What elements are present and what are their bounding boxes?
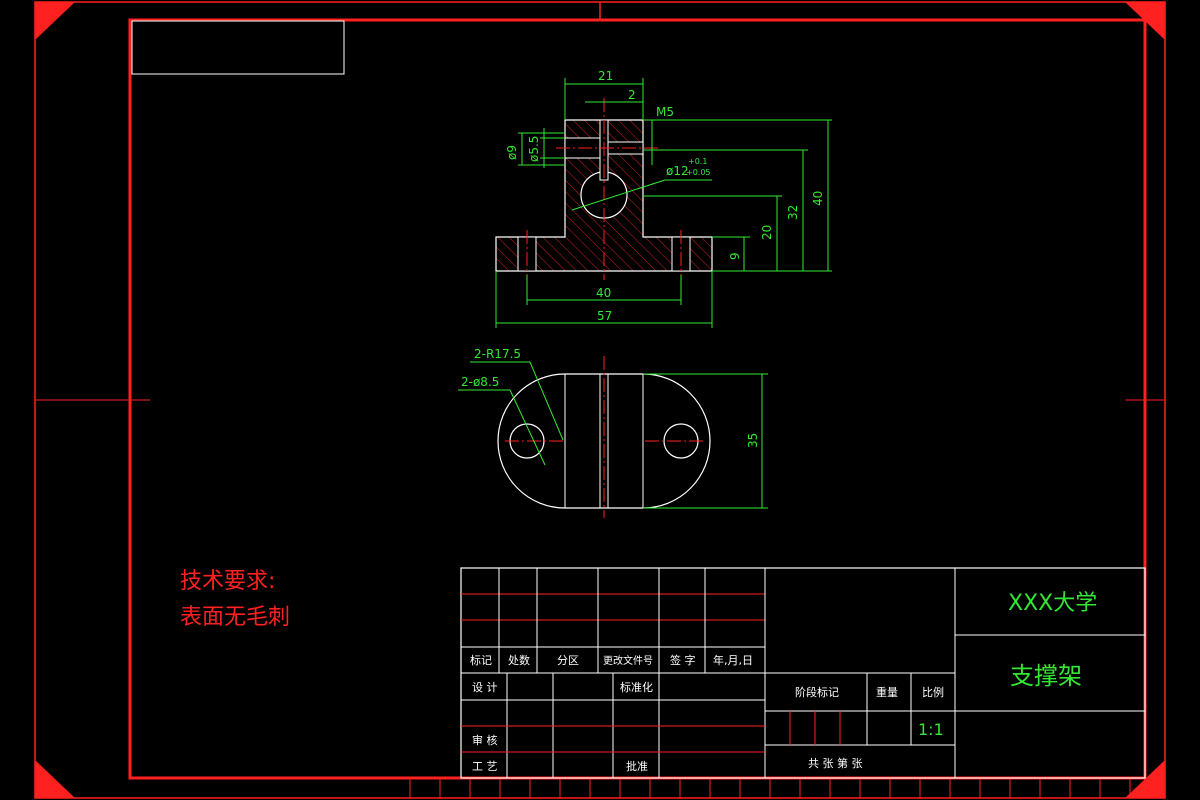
corner-mark — [1125, 2, 1165, 40]
title-block: 标记 处数 分区 更改文件号 签 字 年,月,日 设 计 标准化 审 核 工 艺… — [460, 567, 1146, 779]
label-stage-mark: 阶段标记 — [795, 685, 839, 699]
school-name: XXX大学 — [1008, 591, 1097, 616]
top-view: 2-R17.5 2-ø8.5 35 — [458, 347, 768, 518]
label-standardize: 标准化 — [620, 680, 653, 694]
dim-dia-12: ø12 — [666, 164, 689, 178]
dim-tol-lower: +0.05 — [686, 168, 711, 177]
header-count: 处数 — [508, 654, 530, 667]
front-section-view: 21 2 M5 ø9 ø5.5 ø12 +0.1 +0.05 40 32 20 … — [495, 69, 832, 328]
dim-hole-label: 2-ø8.5 — [461, 375, 499, 389]
header-signature: 签 字 — [670, 653, 696, 667]
dim-radius-label: 2-R17.5 — [474, 347, 521, 361]
dim-thread-m5: M5 — [656, 105, 674, 119]
dim-depth-35: 35 — [746, 433, 760, 448]
tech-item: 表面无毛刺 — [180, 605, 290, 630]
dim-height-9: 9 — [728, 252, 742, 260]
header-mark: 标记 — [470, 653, 492, 667]
label-design: 设 计 — [472, 681, 498, 694]
dim-height-32: 32 — [786, 205, 800, 220]
tech-heading: 技术要求: — [180, 569, 275, 594]
dim-dia-5-5: ø5.5 — [527, 136, 541, 162]
corner-mark — [1125, 760, 1165, 798]
label-weight: 重量 — [876, 685, 898, 699]
dim-tol-upper: +0.1 — [688, 157, 707, 166]
header-date: 年,月,日 — [713, 653, 753, 667]
label-sheets: 共 张 第 张 — [808, 756, 863, 770]
header-zone: 分区 — [557, 654, 579, 667]
label-approve: 批准 — [626, 759, 648, 773]
dim-gap-2: 2 — [628, 88, 636, 102]
dim-height-40: 40 — [811, 191, 825, 206]
dim-height-20: 20 — [760, 225, 774, 240]
dim-width-57: 57 — [597, 309, 612, 323]
label-review: 审 核 — [472, 733, 498, 747]
drawing-code-box — [131, 20, 345, 75]
label-process: 工 艺 — [472, 760, 498, 773]
technical-requirements: 技术要求: 表面无毛刺 — [180, 569, 290, 630]
dim-dia-9: ø9 — [505, 145, 519, 160]
header-change-doc: 更改文件号 — [603, 654, 653, 667]
label-ratio: 比例 — [922, 685, 944, 699]
scale-value: 1:1 — [918, 720, 944, 739]
dim-width-40: 40 — [596, 286, 611, 300]
corner-mark — [35, 760, 75, 798]
dim-width-21: 21 — [598, 69, 613, 83]
corner-mark — [35, 2, 75, 40]
part-name: 支撑架 — [1010, 662, 1082, 690]
